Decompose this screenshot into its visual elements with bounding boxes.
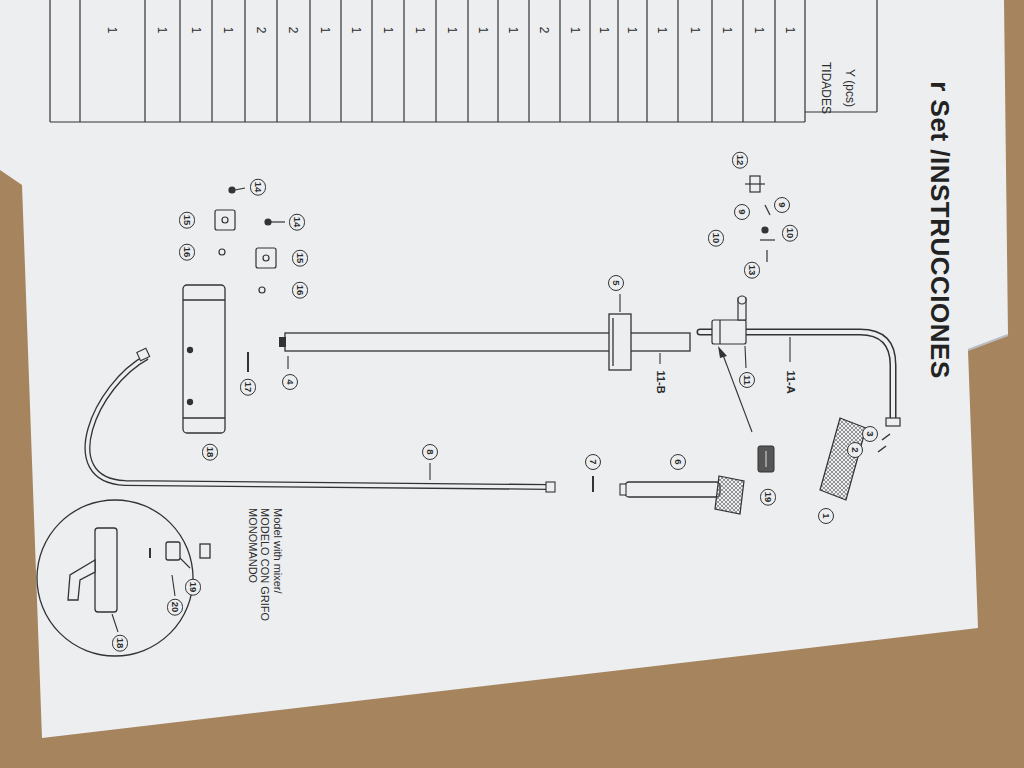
callout-number: 3 <box>862 426 878 442</box>
callout-number: 1 <box>818 508 834 524</box>
callout-number: 16 <box>292 282 308 299</box>
model-note: Model with mixer/ MODELO CON GRIFO MONOM… <box>245 507 285 629</box>
wall-fixings <box>215 187 285 293</box>
table-cell: 1 <box>155 26 169 35</box>
table-cell: 1 <box>568 26 582 35</box>
callout-number: 10 <box>782 225 798 242</box>
callout-number: 16 <box>179 244 195 261</box>
shower-arm <box>700 332 893 418</box>
callout-number: 18 <box>112 635 128 652</box>
callout-number: 8 <box>422 444 438 460</box>
callout-number: 17 <box>240 379 256 396</box>
table-cell: 1 <box>720 26 734 35</box>
callout-number: 6 <box>670 454 686 470</box>
table-cell: 1 <box>318 26 332 35</box>
pin <box>247 352 249 372</box>
table-cell: 1 <box>349 26 363 35</box>
single-lever-mixer <box>68 528 210 612</box>
table-cell: 1 <box>189 26 203 35</box>
callout-number: 14 <box>289 214 305 231</box>
callout-number: 4 <box>282 374 298 390</box>
paper-sheet <box>0 0 1008 738</box>
callout-number: 18 <box>202 444 218 461</box>
rain-shower-head <box>820 418 866 500</box>
callout-number: 19 <box>185 579 201 596</box>
part-label: 11-A <box>784 368 797 395</box>
small-fittings <box>745 176 775 262</box>
callout-number: 7 <box>585 454 601 470</box>
table-cell: 1 <box>381 26 395 35</box>
table-cell: 2 <box>286 26 300 35</box>
callout-number: 14 <box>250 179 266 196</box>
paper-fold <box>968 335 1008 350</box>
part-label: 11-B <box>654 368 667 395</box>
table-cell: 1 <box>783 26 797 35</box>
callout-number: 9 <box>774 197 790 213</box>
hose-washer <box>592 476 594 492</box>
table-cell: 1 <box>688 26 702 35</box>
mixer-body <box>183 285 225 433</box>
table-cell: 1 <box>105 26 119 35</box>
bar-cap <box>279 337 286 347</box>
callout-number: 2 <box>847 442 863 458</box>
diverter <box>712 296 746 344</box>
arrow-head <box>718 346 727 358</box>
trim-badge <box>758 446 774 472</box>
table-cell: 1 <box>445 26 459 35</box>
table-header: TIDADES <box>820 62 832 114</box>
hose <box>87 357 548 487</box>
callout-number: 10 <box>708 230 724 247</box>
hand-shower-head <box>715 476 744 514</box>
table-cell: 1 <box>476 26 490 35</box>
callout-number: 19 <box>760 489 776 506</box>
hand-shower-handle <box>625 482 720 497</box>
table-cell: 1 <box>655 26 669 35</box>
washer <box>878 446 886 452</box>
slider <box>609 314 631 370</box>
table-cell: 2 <box>254 26 268 35</box>
table-cell: 1 <box>413 26 427 35</box>
title-text: r Set /INSTRUCCIONES <box>927 81 953 379</box>
callout-number: 11 <box>739 372 755 388</box>
table-cell: 1 <box>221 26 235 35</box>
handle-nut <box>620 484 626 495</box>
arm-nut <box>886 418 900 426</box>
callout-number: 13 <box>744 262 760 279</box>
table-cell: 1 <box>597 26 611 35</box>
callout-number: 15 <box>179 212 195 229</box>
hose-nut <box>137 348 150 360</box>
table-cell: 2 <box>537 26 551 35</box>
table-header: Y (pcs) <box>844 69 856 107</box>
hose-nut <box>546 482 555 492</box>
table-cell: 1 <box>625 26 639 35</box>
parts-table <box>50 0 877 122</box>
inset-circle <box>37 500 193 656</box>
callout-number: 12 <box>732 152 748 169</box>
callout-number: 15 <box>292 250 308 267</box>
table-cell: 1 <box>752 26 766 35</box>
washer <box>882 434 890 440</box>
callout-number: 9 <box>734 204 750 220</box>
table-cell: 1 <box>506 26 520 35</box>
callout-number: 5 <box>608 275 624 291</box>
callout-number: 20 <box>167 599 183 616</box>
